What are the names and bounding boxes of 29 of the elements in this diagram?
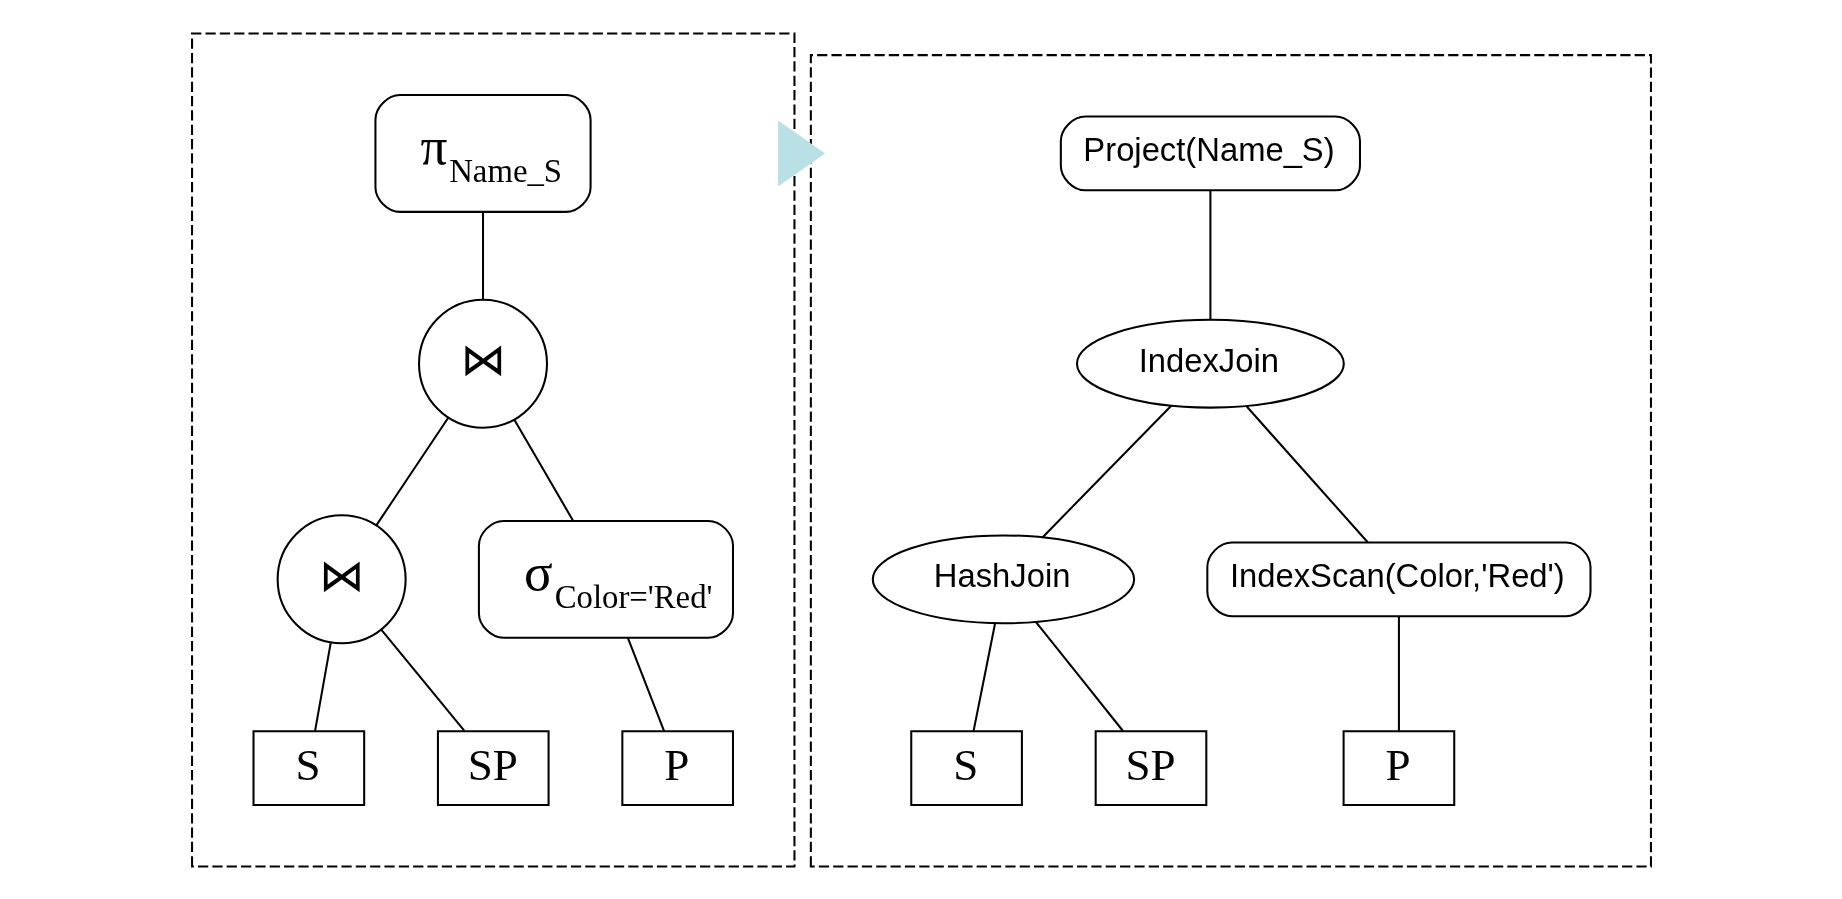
connector — [1208, 190, 1211, 320]
connector — [1245, 405, 1368, 543]
node-box: SP — [1094, 729, 1207, 806]
node-box: P — [620, 729, 734, 806]
node-box: π$_{Name_S}$ — [373, 93, 592, 213]
node-circle: ⋈ — [276, 513, 407, 644]
cluster — [190, 32, 795, 867]
connector — [1397, 616, 1400, 731]
node-box: P — [1342, 729, 1455, 806]
node-box: Project(Name_S) — [1059, 115, 1361, 191]
node-ellipse: HashJoin — [871, 533, 1135, 624]
node-box: σ$_{Color='Red'}$ — [477, 519, 734, 639]
connector — [972, 622, 996, 731]
connector — [481, 211, 484, 300]
connector — [1040, 404, 1172, 538]
arrow — [777, 120, 825, 186]
node-circle: ⋈ — [417, 298, 548, 429]
connector — [1034, 621, 1124, 731]
connector — [380, 628, 465, 731]
connector — [375, 416, 449, 526]
node-box: S — [909, 729, 1023, 806]
node-box: SP — [436, 729, 550, 806]
connector — [313, 642, 332, 731]
cluster — [809, 53, 1652, 867]
connector — [626, 636, 665, 731]
node-box: S — [252, 729, 365, 806]
node-box: IndexScan(Color,'Red') — [1205, 540, 1592, 617]
node-ellipse: IndexJoin — [1075, 318, 1345, 409]
connector — [512, 418, 574, 521]
